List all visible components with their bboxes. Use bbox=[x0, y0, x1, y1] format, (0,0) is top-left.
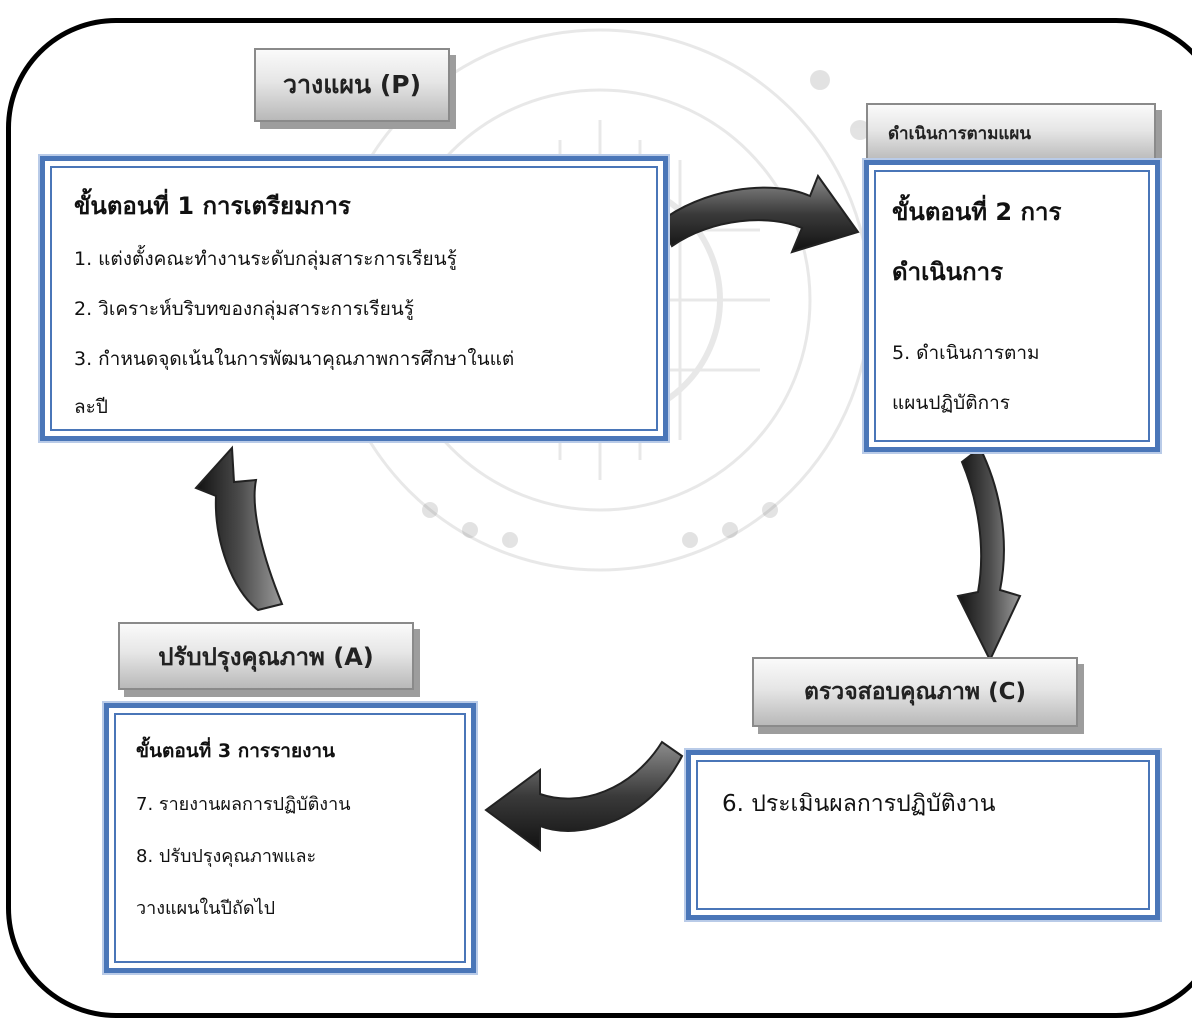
step1-item-3: 3. กำหนดจุดเน้นในการพัฒนาคุณภาพการศึกษาใ… bbox=[74, 348, 515, 370]
step2-item-2: แผนปฏิบัติการ bbox=[892, 392, 1010, 414]
step2-spacer bbox=[892, 302, 1136, 328]
step1-item-4: ละปี bbox=[74, 396, 108, 418]
phase-plan-label: วางแผน (P) bbox=[254, 48, 450, 122]
step3-item-2: 8. ปรับปรุงคุณภาพและ bbox=[136, 846, 317, 867]
step1-title: ขั้นตอนที่ 1 การเตรียมการ bbox=[74, 192, 351, 220]
phase-do-text: ดำเนินการตามแผน bbox=[888, 123, 1031, 144]
phase-do-label: ดำเนินการตามแผน bbox=[866, 103, 1156, 163]
phase-check-text: ตรวจสอบคุณภาพ (C) bbox=[803, 679, 1026, 705]
step2-title-line2: ดำเนินการ bbox=[892, 258, 1003, 286]
step1-inner: ขั้นตอนที่ 1 การเตรียมการ 1. แต่งตั้งคณะ… bbox=[50, 166, 658, 431]
step2-box: ขั้นตอนที่ 2 การ ดำเนินการ 5. ดำเนินการต… bbox=[864, 160, 1160, 452]
step2-item-1: 5. ดำเนินการตาม bbox=[892, 342, 1040, 364]
check-item-1: 6. ประเมินผลการปฏิบัติงาน bbox=[722, 791, 996, 817]
step3-box: ขั้นตอนที่ 3 การรายงาน 7. รายงานผลการปฏิ… bbox=[104, 703, 476, 973]
phase-act-text: ปรับปรุงคุณภาพ (A) bbox=[158, 642, 374, 671]
step3-item-1: 7. รายงานผลการปฏิบัติงาน bbox=[136, 794, 351, 815]
phase-act-label: ปรับปรุงคุณภาพ (A) bbox=[118, 622, 414, 690]
step3-title: ขั้นตอนที่ 3 การรายงาน bbox=[136, 740, 336, 762]
step1-box: ขั้นตอนที่ 1 การเตรียมการ 1. แต่งตั้งคณะ… bbox=[40, 156, 668, 441]
step3-item-3: วางแผนในปีถัดไป bbox=[136, 898, 276, 919]
step1-item-2: 2. วิเคราะห์บริบทของกลุ่มสาระการเรียนรู้ bbox=[74, 298, 414, 320]
step2-title-line1: ขั้นตอนที่ 2 การ bbox=[892, 198, 1062, 226]
phase-check-label: ตรวจสอบคุณภาพ (C) bbox=[752, 657, 1078, 727]
check-box: 6. ประเมินผลการปฏิบัติงาน bbox=[686, 750, 1160, 920]
step1-item-1: 1. แต่งตั้งคณะทำงานระดับกลุ่มสาระการเรีย… bbox=[74, 248, 457, 270]
phase-plan-text: วางแผน (P) bbox=[282, 70, 421, 99]
check-inner: 6. ประเมินผลการปฏิบัติงาน bbox=[696, 760, 1150, 910]
step2-inner: ขั้นตอนที่ 2 การ ดำเนินการ 5. ดำเนินการต… bbox=[874, 170, 1150, 442]
step3-inner: ขั้นตอนที่ 3 การรายงาน 7. รายงานผลการปฏิ… bbox=[114, 713, 466, 963]
